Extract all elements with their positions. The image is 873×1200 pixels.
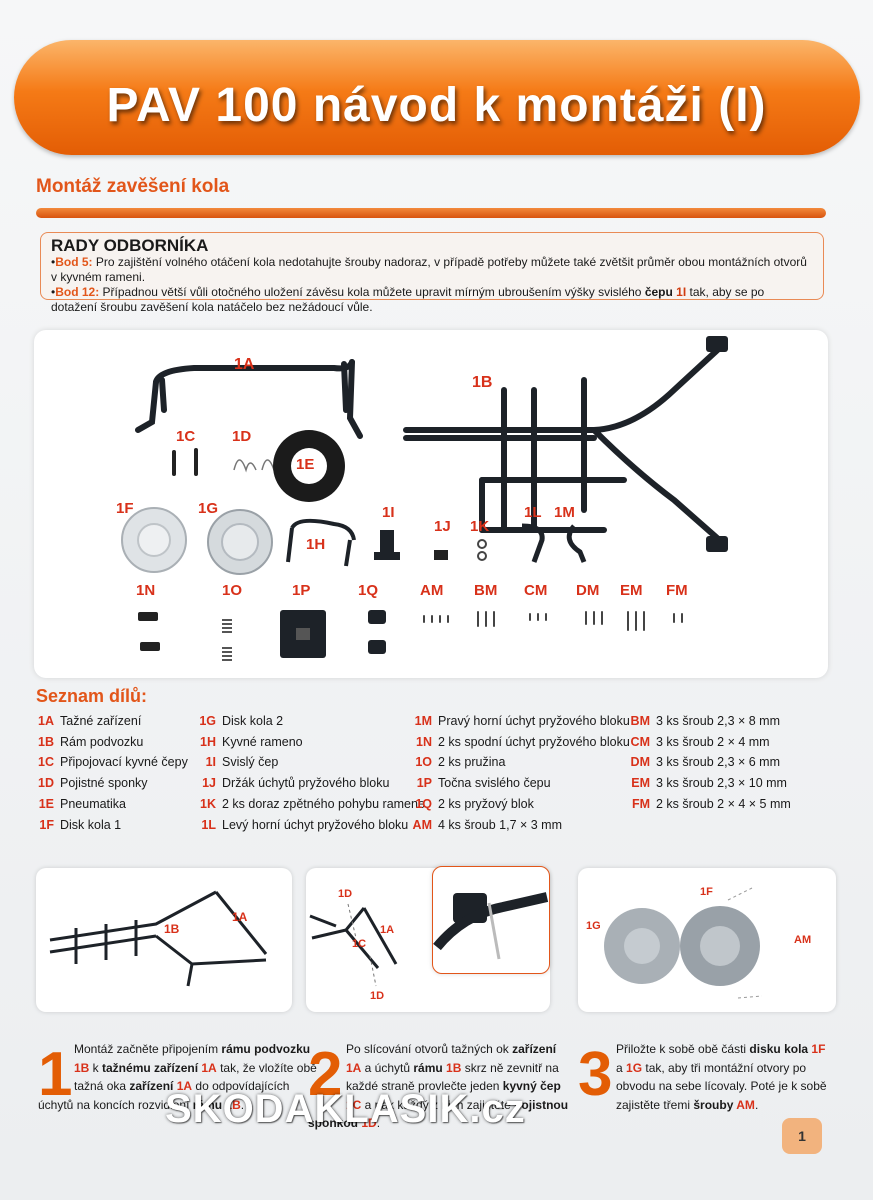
step-2-text: Po slícování otvorů tažných ok zařízení …	[308, 1042, 569, 1130]
step-number-1: 1	[38, 1040, 73, 1109]
part-1h-arm	[286, 518, 356, 567]
page-title: PAV 100 návod k montáži (I)	[106, 79, 767, 132]
tip-item-2: •Bod 12: Případnou větší vůli otočného u…	[51, 285, 765, 314]
step-1-image: 1B 1A	[36, 868, 292, 1012]
part-1n-mounts	[138, 612, 160, 651]
step-1-text: Montáž začněte připojením rámu podvozku …	[38, 1042, 317, 1112]
title-banner	[14, 40, 860, 155]
label-1j: 1J	[434, 518, 451, 535]
parts-overview-panel: 1A 1B 1C 1D 1E 1F 1G 1H 1I 1J 1K 1L 1M 1…	[34, 330, 828, 678]
label-em: EM	[620, 582, 643, 599]
thumb-label: 1F	[700, 886, 713, 898]
label-1i: 1I	[382, 504, 395, 521]
step-2-detail-image	[432, 866, 550, 974]
parts-illustration	[121, 336, 728, 661]
label-1n: 1N	[136, 582, 156, 599]
thumb-label: 1D	[370, 990, 385, 1002]
tyre-hole	[291, 448, 327, 484]
expert-tips-box: RADY ODBORNÍKA •Bod 5: Pro zajištění vol…	[40, 232, 824, 314]
label-1a: 1A	[234, 356, 255, 373]
label-1o: 1O	[222, 582, 243, 599]
thumb-label: 1A	[232, 910, 248, 924]
thumb-label: 1C	[352, 938, 367, 950]
label-dm: DM	[576, 582, 600, 599]
label-1d: 1D	[232, 428, 252, 445]
label-1b: 1B	[472, 374, 493, 391]
label-1q: 1Q	[358, 582, 379, 599]
frame-end-top	[706, 336, 728, 352]
label-1c: 1C	[176, 428, 196, 445]
thumb-label: 1A	[380, 924, 395, 936]
label-1p: 1P	[292, 582, 311, 599]
label-1g: 1G	[198, 500, 219, 517]
section-divider	[36, 208, 826, 218]
label-fm: FM	[666, 582, 688, 599]
step-3-text: Přiložte k sobě obě části disku kola 1F …	[616, 1042, 827, 1112]
thumb-label: 1G	[586, 920, 601, 932]
part-1b-frame	[403, 341, 727, 547]
label-1e: 1E	[296, 456, 315, 473]
label-cm: CM	[524, 582, 548, 599]
label-1h: 1H	[306, 536, 326, 553]
part-1k-stop	[477, 539, 487, 549]
tip-item-1: •Bod 5: Pro zajištění volného otáčení ko…	[51, 255, 807, 284]
frame-end-bottom	[706, 536, 728, 552]
label-1k: 1K	[470, 518, 490, 535]
label-am: AM	[420, 582, 444, 599]
section-title: Montáž zavěšení kola	[36, 176, 230, 197]
screws-set	[423, 611, 683, 631]
part-1q-blocks	[368, 610, 386, 624]
part-1f-disc	[121, 507, 187, 573]
part-1g-disc	[207, 509, 273, 575]
step-number-3: 3	[578, 1040, 613, 1109]
thumb-label: AM	[794, 934, 812, 946]
parts-list-title: Seznam dílů:	[36, 686, 148, 706]
tips-heading: RADY ODBORNÍKA	[51, 236, 209, 255]
part-1m-mount	[566, 524, 587, 563]
watermark: SKODAKLASIK.cz	[165, 1087, 526, 1131]
part-1j-holder	[434, 550, 448, 560]
thumb-label: 1D	[338, 888, 353, 900]
part-1c-pins	[172, 448, 198, 476]
step-3-image: 1F 1G AM	[578, 868, 836, 1012]
part-1a-towbar	[135, 359, 363, 439]
label-1f: 1F	[116, 500, 134, 517]
page-number: 1	[782, 1118, 822, 1154]
label-1l: 1L	[524, 504, 542, 521]
part-1l-mount	[521, 523, 545, 563]
thumb-label: 1B	[164, 922, 180, 936]
label-1m: 1M	[554, 504, 575, 521]
step-number-2: 2	[308, 1040, 343, 1109]
part-1o-springs	[222, 619, 232, 661]
label-bm: BM	[474, 582, 498, 599]
